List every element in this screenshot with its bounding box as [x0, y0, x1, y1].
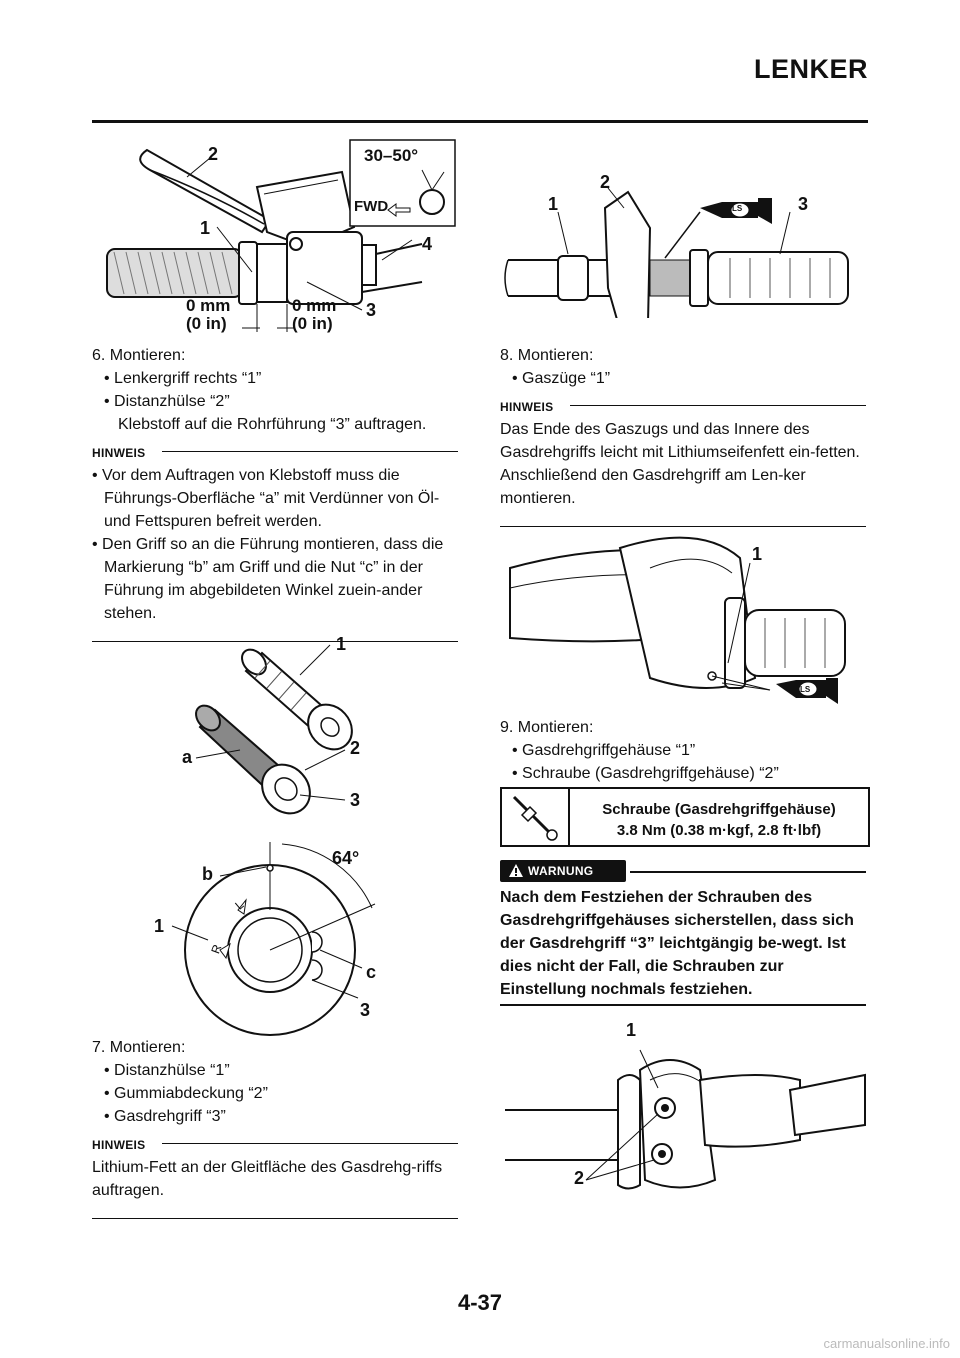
step-6-instruction: Klebstoff auf die Rohrführung “3” auftra…: [118, 416, 427, 433]
torque-spec-name: Schraube (Gasdrehgriffgehäuse): [602, 801, 836, 818]
fig1-label-1: 1: [200, 218, 211, 238]
note-2-end-rule: [92, 1218, 458, 1219]
step-9-item-1: • Gasdrehgriffgehäuse “1”: [512, 742, 696, 759]
note-1-end-rule: [92, 641, 458, 642]
note-2-body: Lithium-Fett an der Gleitfläche des Gasd…: [92, 1156, 458, 1202]
warning-bottom-rule: [500, 1004, 866, 1006]
step-7-block: 7. Montieren: • Distanzhülse “1” • Gummi…: [92, 1036, 458, 1219]
step-6-item-1: • Lenkergriff rechts “1”: [104, 370, 262, 387]
step-6-block: 6. Montieren: • Lenkergriff rechts “1” •…: [92, 344, 458, 642]
watermark: carmanualsonline.info: [823, 1336, 950, 1351]
fig3-label-angle: 64°: [332, 848, 360, 868]
warning-label: WARNUNG: [528, 864, 594, 878]
note-3-body: Das Ende des Gaszugs und das Innere des …: [500, 418, 866, 510]
step-7-item-1: • Distanzhülse “1”: [104, 1062, 230, 1079]
note-1-body: • Vor dem Auftragen von Klebstoff muss d…: [92, 464, 458, 625]
step-7-heading: 7. Montieren:: [92, 1039, 186, 1056]
fig4-label-1: 1: [548, 194, 559, 214]
fig2-label-2: 2: [350, 738, 361, 758]
fig2-label-3: 3: [350, 790, 361, 810]
step-9-heading: 9. Montieren:: [500, 719, 594, 736]
note-3-text: Das Ende des Gaszugs und das Innere des …: [500, 421, 860, 507]
figure-angle-diagram: [171, 842, 376, 1036]
fig3-label-3: 3: [360, 1000, 371, 1020]
torque-wrench-icon: [502, 789, 570, 845]
figure-throttle-grip: [504, 187, 849, 318]
figure-grip-parts: [195, 644, 353, 815]
fig1-dim-right-mm: 0 mm: [292, 296, 337, 315]
note-2-text: Lithium-Fett an der Gleitfläche des Gasd…: [92, 1159, 443, 1199]
fig1-label-2: 2: [208, 144, 219, 164]
torque-spec-value: 3.8 Nm (0.38 m·kgf, 2.8 ft·lbf): [616, 822, 822, 839]
figure-grip-lever: [106, 139, 456, 332]
warning-icon: [509, 864, 523, 877]
fig4-label-2: 2: [600, 172, 611, 192]
page-number: 4-37: [457, 1290, 503, 1315]
fig5-ls-badge: LS: [800, 685, 811, 694]
step-8-heading: 8. Montieren:: [500, 347, 594, 364]
fig3-label-b: b: [202, 864, 213, 884]
page-title: LENKER: [753, 54, 868, 84]
step-8-block: 8. Montieren: • Gaszüge “1” HINWEIS Das …: [500, 344, 866, 527]
header-rule: [92, 120, 868, 123]
fig4-label-3: 3: [798, 194, 809, 214]
fig3-label-1: 1: [154, 916, 165, 936]
fig1-inset-angle: 30–50°: [364, 146, 419, 165]
fig1-dim-right-in: (0 in): [292, 314, 333, 333]
fig1-dim-left-in: (0 in): [186, 314, 227, 333]
fig6-label-1: 1: [626, 1020, 637, 1040]
figure-housing-screws: [505, 1049, 866, 1190]
step-7-item-2: • Gummiabdeckung “2”: [104, 1085, 268, 1102]
note-2-label: HINWEIS: [92, 1134, 458, 1152]
fig2-label-1: 1: [336, 634, 347, 654]
fig1-label-3: 3: [366, 300, 377, 320]
warning-badge: WARNUNG: [500, 860, 626, 882]
fig6-label-2: 2: [574, 1168, 585, 1188]
fig1-dim-left-mm: 0 mm: [186, 296, 231, 315]
figure-throttle-cable: [509, 536, 846, 704]
warning-header: WARNUNG: [500, 860, 866, 882]
warning-text: Nach dem Festziehen der Schrauben des Ga…: [500, 889, 854, 998]
step-7-item-3: • Gasdrehgriff “3”: [104, 1108, 226, 1125]
step-9-block: 9. Montieren: • Gasdrehgriffgehäuse “1” …: [500, 716, 866, 785]
step-6-heading: 6. Montieren:: [92, 347, 186, 364]
fig4-ls-badge: LS: [732, 204, 743, 213]
note-3-end-rule: [500, 526, 866, 527]
note-1-label: HINWEIS: [92, 442, 458, 460]
step-9-item-2: • Schraube (Gasdrehgriffgehäuse) “2”: [512, 765, 779, 782]
fig1-label-4: 4: [422, 234, 433, 254]
step-8-item-1: • Gaszüge “1”: [512, 370, 611, 387]
fig2-label-a: a: [182, 747, 193, 767]
note-1-item-1: • Vor dem Auftragen von Klebstoff muss d…: [92, 467, 440, 530]
note-1-item-2: • Den Griff so an die Führung montieren,…: [92, 536, 444, 622]
fig3-label-c: c: [366, 962, 377, 982]
fig5-label-1: 1: [752, 544, 763, 564]
note-3-label: HINWEIS: [500, 396, 866, 414]
warning-top-rule: [630, 871, 866, 873]
torque-spec-box: Schraube (Gasdrehgriffgehäuse) 3.8 Nm (0…: [500, 787, 870, 847]
step-6-item-2: • Distanzhülse “2”: [104, 393, 230, 410]
fig1-inset-fwd: FWD: [354, 198, 389, 215]
